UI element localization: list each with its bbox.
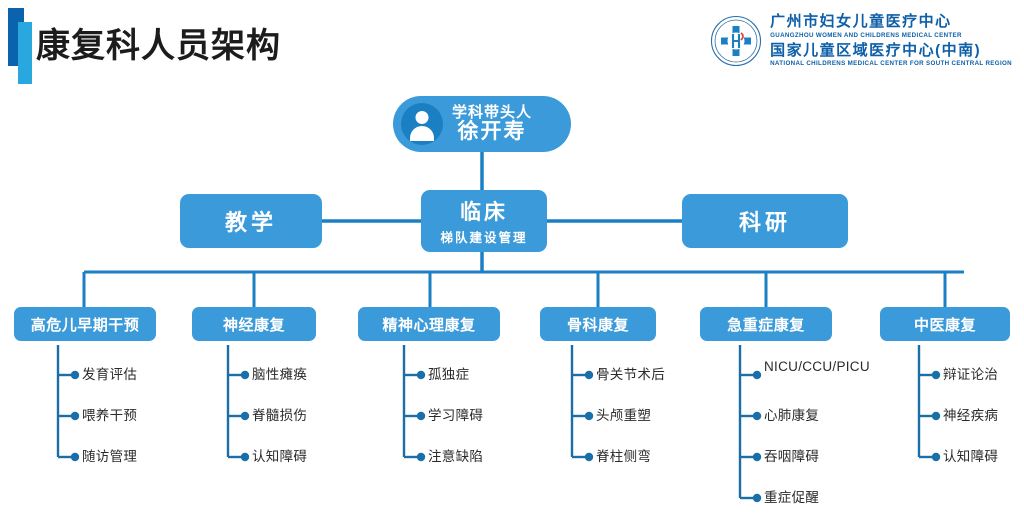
leaf-bullet-icon <box>70 411 80 421</box>
leaf-bullet-icon <box>931 452 941 462</box>
leaf-item-tcm-rehab-0[interactable]: 辩证论治 <box>943 367 999 382</box>
node-teaching-label: 教学 <box>224 210 277 235</box>
node-category-high-risk-infant-label: 高危儿早期干预 <box>30 316 140 334</box>
leaf-bullet-icon <box>70 370 80 380</box>
leaf-item-neuro-rehab-0[interactable]: 脑性瘫痪 <box>252 367 308 382</box>
node-category-mental-psych-rehab-label: 精神心理康复 <box>382 316 476 334</box>
node-category-mental-psych-rehab[interactable]: 精神心理康复 <box>358 307 500 341</box>
node-clinical-label: 临床 <box>460 201 508 224</box>
leaf-item-mental-psych-rehab-2[interactable]: 注意缺陷 <box>428 449 484 464</box>
leaf-item-critical-care-rehab-0[interactable]: NICU/CCU/PICU <box>764 359 870 374</box>
leaf-bullet-icon <box>416 452 426 462</box>
node-research-label: 科研 <box>738 210 791 235</box>
leaf-bullet-icon <box>584 370 594 380</box>
leaf-bullet-icon <box>931 370 941 380</box>
logo-line1-cn: 广州市妇女儿童医疗中心 <box>770 13 952 30</box>
node-category-neuro-rehab-label: 神经康复 <box>222 316 285 334</box>
logo-line2-en: NATIONAL CHILDRENS MEDICAL CENTER FOR SO… <box>770 60 1012 68</box>
leaf-item-ortho-rehab-0[interactable]: 骨关节术后 <box>596 367 665 382</box>
leaf-item-tcm-rehab-1[interactable]: 神经疾病 <box>943 408 999 423</box>
node-category-neuro-rehab[interactable]: 神经康复 <box>192 307 316 341</box>
leaf-bullet-icon <box>752 411 762 421</box>
leaf-bullet-icon <box>584 452 594 462</box>
leaf-item-mental-psych-rehab-1[interactable]: 学习障碍 <box>428 408 484 423</box>
leaf-bullet-icon <box>240 370 250 380</box>
page-title: 康复科人员架构 <box>36 27 281 65</box>
leaf-item-neuro-rehab-1[interactable]: 脊髓损伤 <box>252 408 308 423</box>
leaf-item-high-risk-infant-1[interactable]: 喂养干预 <box>82 408 138 423</box>
leaf-bullet-icon <box>240 411 250 421</box>
leaf-item-neuro-rehab-2[interactable]: 认知障碍 <box>252 449 308 464</box>
leaf-item-ortho-rehab-1[interactable]: 头颅重塑 <box>596 408 652 423</box>
leaf-bullet-icon <box>240 452 250 462</box>
leaf-bullet-icon <box>752 452 762 462</box>
leaf-item-critical-care-rehab-3[interactable]: 重症促醒 <box>764 490 820 505</box>
leaf-item-tcm-rehab-2[interactable]: 认知障碍 <box>943 449 999 464</box>
person-avatar-icon <box>401 103 443 145</box>
leaf-item-critical-care-rehab-1[interactable]: 心肺康复 <box>764 408 820 423</box>
leaf-item-ortho-rehab-2[interactable]: 脊柱侧弯 <box>596 449 652 464</box>
leader-role: 学科带头人 <box>452 103 533 121</box>
leader-text: 学科带头人 徐开寿 <box>452 103 536 144</box>
leaf-item-mental-psych-rehab-0[interactable]: 孤独症 <box>428 367 470 382</box>
logo-text-block: 广州市妇女儿童医疗中心 GUANGZHOU WOMEN AND CHILDREN… <box>770 14 1012 68</box>
leaf-bullet-icon <box>416 370 426 380</box>
leaf-bullet-icon <box>416 411 426 421</box>
leaf-item-critical-care-rehab-2[interactable]: 吞咽障碍 <box>764 449 820 464</box>
node-discipline-leader[interactable]: 学科带头人 徐开寿 <box>393 96 571 152</box>
logo-line1-en: GUANGZHOU WOMEN AND CHILDRENS MEDICAL CE… <box>770 31 962 39</box>
node-category-ortho-rehab-label: 骨科康复 <box>566 316 629 334</box>
node-category-high-risk-infant[interactable]: 高危儿早期干预 <box>14 307 156 341</box>
node-category-tcm-rehab-label: 中医康复 <box>913 316 976 334</box>
accent-bar-light <box>18 22 32 84</box>
hospital-logo: 广州市妇女儿童医疗中心 GUANGZHOU WOMEN AND CHILDREN… <box>710 14 1012 68</box>
title-accent-bars <box>8 8 48 86</box>
leaf-bullet-icon <box>584 411 594 421</box>
node-category-tcm-rehab[interactable]: 中医康复 <box>880 307 1010 341</box>
node-category-ortho-rehab[interactable]: 骨科康复 <box>540 307 656 341</box>
leaf-item-high-risk-infant-2[interactable]: 随访管理 <box>82 449 138 464</box>
node-teaching[interactable]: 教学 <box>180 194 322 248</box>
leaf-bullet-icon <box>70 452 80 462</box>
hospital-emblem-icon <box>711 16 762 67</box>
leader-name: 徐开寿 <box>457 119 527 143</box>
logo-line2-cn: 国家儿童区域医疗中心(中南) <box>770 41 982 59</box>
node-clinical-sublabel: 梯队建设管理 <box>440 231 528 245</box>
leaf-item-high-risk-infant-0[interactable]: 发育评估 <box>82 367 138 382</box>
leaf-bullet-icon <box>752 493 762 503</box>
node-research[interactable]: 科研 <box>682 194 848 248</box>
leaf-bullet-icon <box>931 411 941 421</box>
node-category-critical-care-rehab[interactable]: 急重症康复 <box>700 307 832 341</box>
node-category-critical-care-rehab-label: 急重症康复 <box>727 316 805 334</box>
node-clinical[interactable]: 临床 梯队建设管理 <box>421 190 547 252</box>
leaf-bullet-icon <box>752 370 762 380</box>
